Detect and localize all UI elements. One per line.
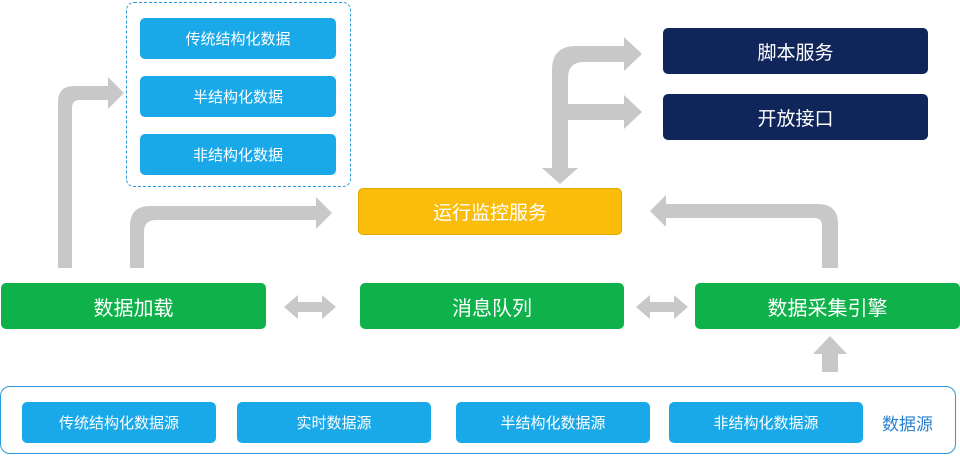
storage-structured[interactable]: 传统结构化数据 bbox=[140, 18, 336, 59]
collection-engine-box[interactable]: 数据采集引擎 bbox=[695, 283, 960, 329]
data-loader-box[interactable]: 数据加载 bbox=[1, 283, 266, 329]
data-sources-label: 数据源 bbox=[882, 415, 933, 435]
storage-unstructured[interactable]: 非结构化数据 bbox=[140, 134, 336, 175]
script-service-box[interactable]: 脚本服务 bbox=[663, 28, 928, 74]
source-realtime[interactable]: 实时数据源 bbox=[237, 402, 431, 443]
arrow-sources-to-engine bbox=[813, 336, 847, 372]
arrow-loader-to-monitor bbox=[130, 197, 332, 268]
monitor-service-box[interactable]: 运行监控服务 bbox=[358, 188, 622, 235]
arrow-engine-to-monitor bbox=[650, 195, 838, 268]
open-api-box[interactable]: 开放接口 bbox=[663, 94, 928, 140]
arrow-loader-queue bbox=[284, 295, 336, 319]
arrow-queue-engine bbox=[636, 295, 688, 319]
source-semi-structured[interactable]: 半结构化数据源 bbox=[456, 402, 650, 443]
arrow-monitor-to-services bbox=[542, 37, 642, 184]
source-structured[interactable]: 传统结构化数据源 bbox=[22, 402, 216, 443]
source-unstructured[interactable]: 非结构化数据源 bbox=[669, 402, 863, 443]
storage-group bbox=[126, 2, 351, 187]
storage-semi-structured[interactable]: 半结构化数据 bbox=[140, 76, 336, 117]
data-sources-group bbox=[0, 386, 956, 454]
arrow-loader-to-storage bbox=[58, 77, 124, 268]
message-queue-box[interactable]: 消息队列 bbox=[360, 283, 624, 329]
